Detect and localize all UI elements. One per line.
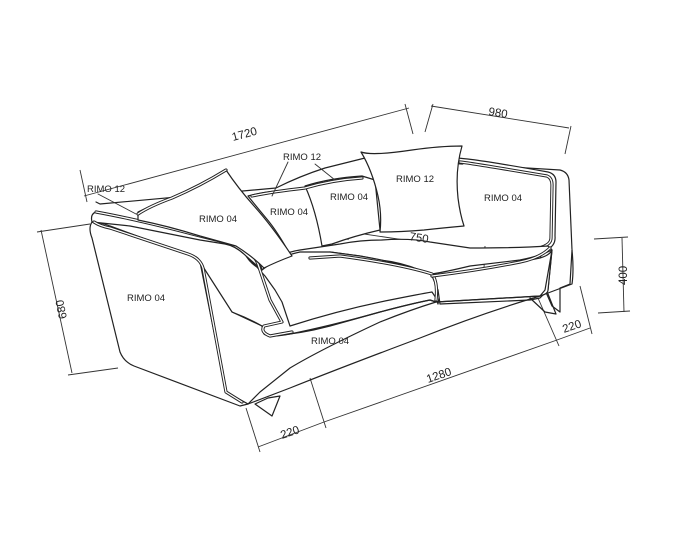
dim-text-leg-offset-left: 220 (279, 424, 301, 442)
base-bottom-edge (247, 249, 574, 405)
label-base-front: RIMO 04 (311, 336, 349, 347)
back-cushion-center (304, 175, 381, 247)
dim-line-height (40, 229, 73, 374)
leader-arm-left-piping (97, 193, 137, 215)
dim-line-inner-length (323, 339, 558, 423)
leader-back-piping (271, 161, 289, 197)
dim-text-seat-depth: 750 (409, 231, 430, 246)
dim-tick-leg-offset-right (579, 285, 593, 335)
dim-tick-seat-height-top (593, 236, 629, 240)
pillow-right (360, 145, 465, 233)
dim-tick-leg-offset-left (245, 407, 261, 453)
leg-right (529, 293, 557, 315)
dim-text-inner-length: 1280 (425, 366, 453, 386)
label-left-cushion: RIMO 04 (199, 214, 237, 225)
dim-tick-overall-width-right (404, 103, 414, 135)
leader-back-piping-2 (314, 163, 336, 181)
label-cushion-right: RIMO 12 (396, 174, 434, 185)
dim-tick-seat-height-bottom (597, 310, 631, 314)
label-back-cushion-right: RIMO 04 (330, 192, 368, 203)
dim-tick-depth-left (424, 103, 434, 133)
label-right-arm: RIMO 04 (484, 193, 522, 204)
seat-cushion-left (244, 251, 441, 327)
label-back-cushion-left: RIMO 04 (270, 207, 308, 218)
label-arm-left-piping: RIMO 12 (87, 184, 125, 195)
dim-tick-depth-right (564, 125, 572, 155)
dim-line-leg-offset-left (257, 421, 325, 448)
label-left-arm-front: RIMO 04 (127, 293, 165, 304)
sofa-left-arm-front (89, 221, 249, 407)
sofa-drawing (89, 145, 574, 417)
dim-text-height: 680 (54, 299, 70, 320)
dim-text-depth: 980 (488, 106, 509, 121)
sofa-base-front (199, 249, 553, 405)
dim-tick-height-top (36, 223, 91, 233)
label-back-piping: RIMO 12 (283, 152, 321, 163)
dim-line-overall-width (83, 107, 410, 197)
dim-tick-inner-length-right (537, 297, 560, 347)
leg-left (254, 395, 281, 417)
dim-line-seat-height (621, 237, 625, 313)
material-labels: RIMO 12 RIMO 12 RIMO 12 RIMO 04 RIMO 04 … (87, 152, 522, 347)
sofa-back-frame (95, 157, 573, 251)
dim-text-leg-offset-right: 220 (561, 318, 583, 336)
dim-tick-overall-width-left (79, 169, 88, 203)
dim-text-seat-height: 400 (618, 266, 630, 285)
base-top-edge (231, 295, 541, 337)
dim-line-depth (430, 105, 570, 129)
dim-tick-inner-length-left (309, 377, 327, 429)
dim-tick-height-bottom (67, 367, 119, 376)
dim-line-leg-offset-right (556, 327, 591, 341)
dim-text-overall-width: 1720 (231, 126, 259, 144)
